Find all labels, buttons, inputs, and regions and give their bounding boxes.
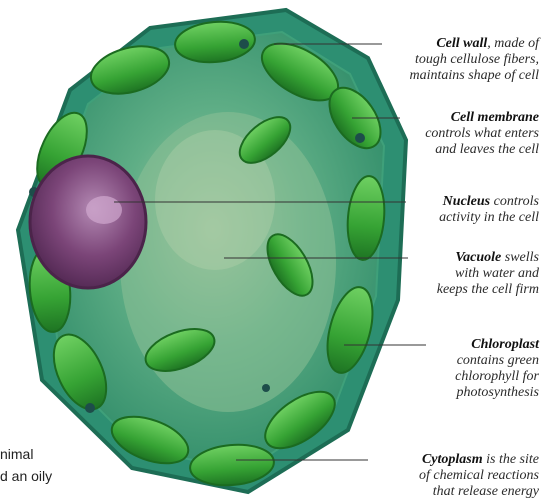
chloroplast-desc: chlorophyll for xyxy=(455,369,539,385)
cytoplasm-desc: of chemical reactions xyxy=(419,468,539,484)
nucleus-desc: activity in the cell xyxy=(439,210,539,226)
cell-membrane-desc: controls what enters xyxy=(425,126,539,142)
chloroplast-desc: contains green xyxy=(455,353,539,369)
cell-wall-desc: , made of xyxy=(487,36,539,51)
chloroplast-desc: photosynthesis xyxy=(455,385,539,401)
cytoplasm-term: Cytoplasm xyxy=(422,452,483,467)
cytoplasm-label-line: Cytoplasm is the site xyxy=(419,452,539,468)
body-text-fragment-1: nimal xyxy=(0,446,33,462)
nucleus-shape xyxy=(30,156,146,288)
nucleus-desc: controls xyxy=(490,194,539,209)
cytoplasm-desc: is the site xyxy=(483,452,539,467)
cell-wall-desc: maintains shape of cell xyxy=(410,68,540,84)
cell-membrane-label-line: Cell membrane xyxy=(425,110,539,126)
cell-membrane-desc: and leaves the cell xyxy=(425,142,539,158)
chloroplast-term: Chloroplast xyxy=(471,337,539,352)
vacuole-desc: with water and xyxy=(437,266,539,282)
cell-membrane-term: Cell membrane xyxy=(451,110,539,125)
cytoplasm-desc: that release energy xyxy=(419,484,539,500)
cell-wall-label-line: Cell wall, made of xyxy=(410,36,540,52)
vacuole-term: Vacuole xyxy=(455,250,501,265)
vacuole-desc: keeps the cell firm xyxy=(437,282,539,298)
cell-wall-desc: tough cellulose fibers, xyxy=(410,52,540,68)
body-text-fragment-2: d an oily xyxy=(0,468,52,484)
vacuole-label-line: Vacuole swells xyxy=(437,250,539,266)
nucleus-term: Nucleus xyxy=(443,194,490,209)
vacuole-desc: swells xyxy=(501,250,539,265)
nucleus-label-line: Nucleus controls xyxy=(439,194,539,210)
cell-wall-term: Cell wall xyxy=(436,36,487,51)
chloroplast-label-line: Chloroplast xyxy=(455,337,539,353)
